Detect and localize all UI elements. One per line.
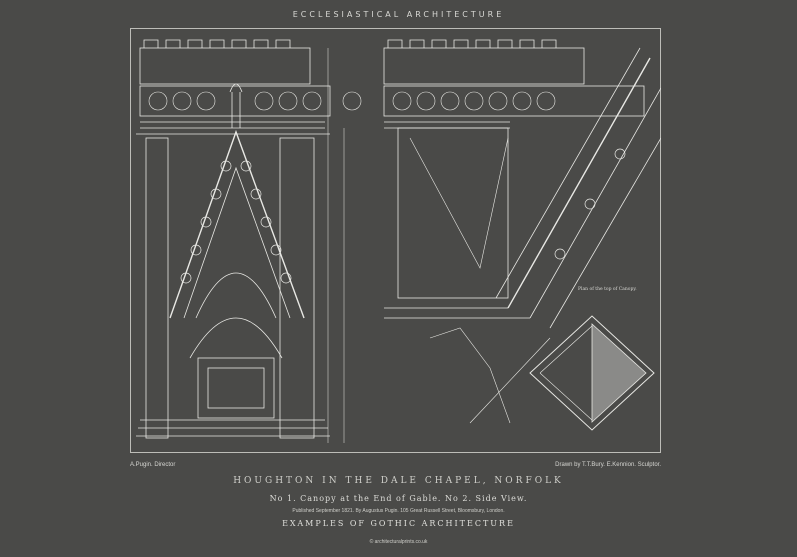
canopy-plan	[529, 315, 655, 431]
side-view	[383, 39, 661, 424]
canopy-elevation	[136, 39, 362, 443]
copyright-notice: © architecturalprints.co.uk	[369, 539, 428, 545]
plate-caption: No 1. Canopy at the End of Gable. No 2. …	[269, 494, 528, 503]
series-title: EXAMPLES OF GOTHIC ARCHITECTURE	[282, 519, 515, 528]
architectural-drawing: Plan of the top of Canopy.	[136, 39, 661, 443]
publication-line: Published September 1821. By Augustus Pu…	[292, 508, 505, 514]
subject-title: HOUGHTON IN THE DALE CHAPEL, NORFOLK	[233, 476, 564, 486]
draftsman-credit: Drawn by T.T.Bury. E.Kennion. Sculptor.	[555, 462, 661, 468]
plan-caption: Plan of the top of Canopy.	[578, 286, 637, 292]
drawing-frame	[130, 28, 661, 453]
director-credit: A.Pugin. Director	[130, 462, 176, 468]
page-header-title: ECCLESIASTICAL ARCHITECTURE	[292, 10, 505, 19]
